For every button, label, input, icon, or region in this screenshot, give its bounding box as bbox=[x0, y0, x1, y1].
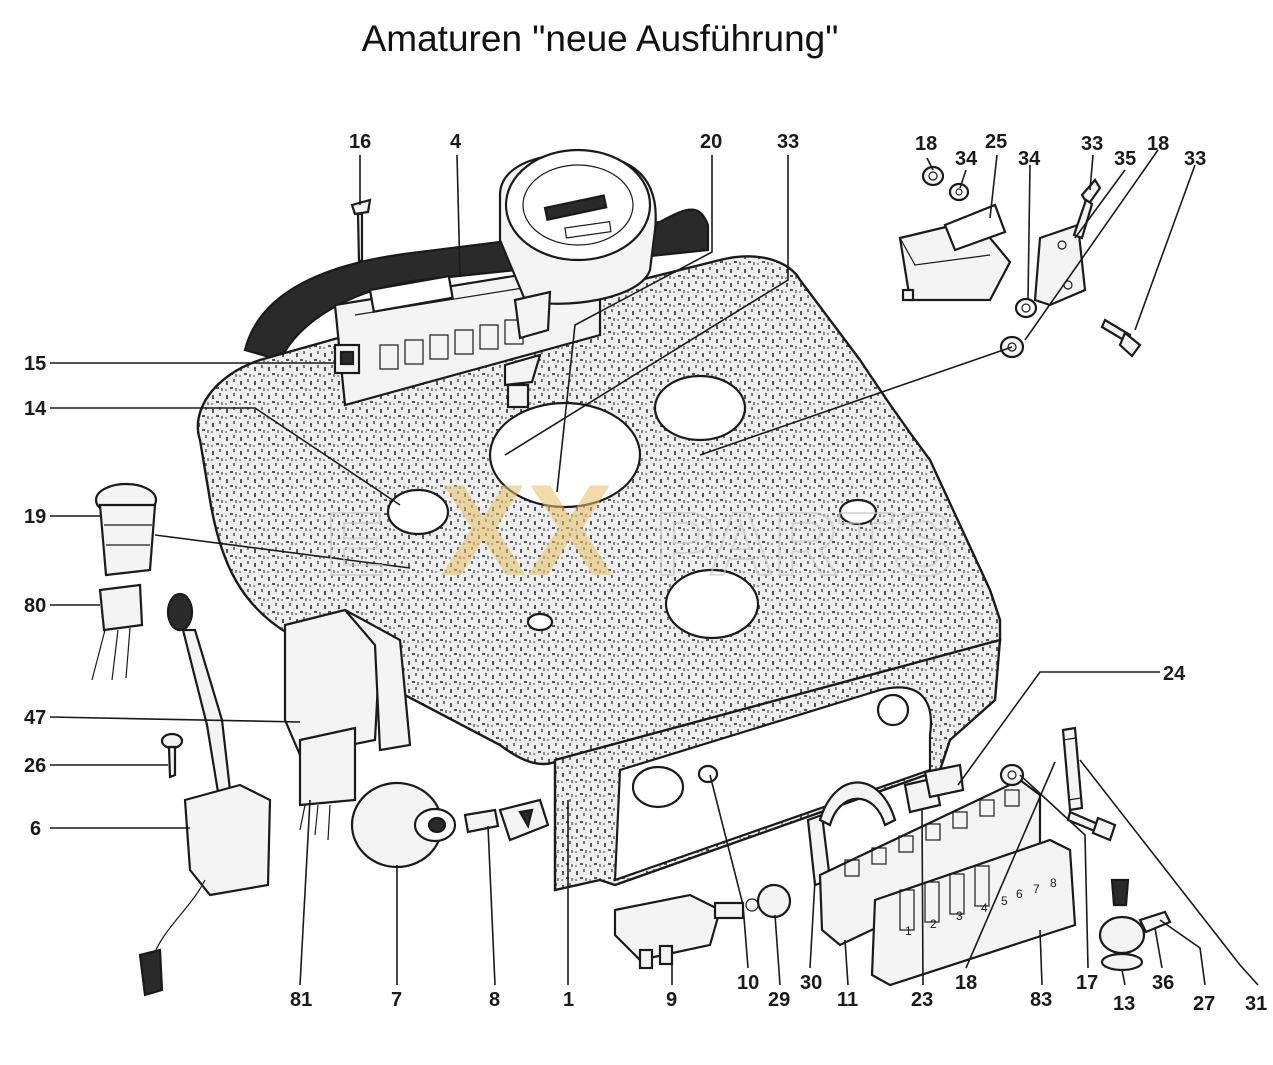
fuse-31 bbox=[1061, 726, 1084, 812]
ignition-switch-7 bbox=[350, 781, 457, 869]
lamp-cutout bbox=[697, 764, 719, 784]
callout-18: 18 bbox=[915, 133, 937, 155]
callout-14: 14 bbox=[24, 398, 47, 420]
fuse-number: 6 bbox=[1016, 887, 1023, 901]
switch-hole-left bbox=[386, 488, 450, 536]
panel-front-opening bbox=[613, 686, 932, 882]
warning-lamp-19 bbox=[94, 482, 158, 577]
screw-26 bbox=[160, 732, 184, 779]
fuse-number-labels: 1 2 3 4 5 6 7 8 bbox=[905, 876, 1057, 938]
callout-33: 33 bbox=[1184, 148, 1206, 170]
gauge-cutout-upper bbox=[653, 374, 747, 442]
callout-24: 24 bbox=[1163, 663, 1186, 685]
callout-10: 10 bbox=[737, 972, 759, 994]
callout-34: 34 bbox=[955, 148, 978, 170]
washer-34-mid bbox=[1014, 297, 1038, 319]
switch-hole-bottom bbox=[526, 612, 554, 632]
callout-33: 33 bbox=[777, 131, 799, 153]
callout-15: 15 bbox=[24, 353, 46, 375]
callout-19: 19 bbox=[24, 506, 46, 528]
page-title: Amaturen "neue Ausführung" bbox=[361, 18, 839, 59]
callout-18: 18 bbox=[955, 972, 977, 994]
callout-81: 81 bbox=[290, 989, 312, 1011]
fuse-number: 2 bbox=[930, 917, 937, 931]
watermark-text-right: PARTS bbox=[655, 495, 953, 595]
watermark-text-middle: XX bbox=[440, 457, 613, 603]
callout-34: 34 bbox=[1018, 148, 1041, 170]
callout-8: 8 bbox=[489, 989, 500, 1011]
callout-18: 18 bbox=[1147, 133, 1169, 155]
nut-18-top bbox=[921, 165, 945, 187]
clip-30 bbox=[818, 781, 897, 827]
callout-labels: 16 4 20 33 18 34 25 34 33 35 18 33 15 14… bbox=[24, 131, 1267, 1015]
callout-20: 20 bbox=[700, 131, 722, 153]
nut-18-bottom bbox=[999, 763, 1025, 787]
callout-23: 23 bbox=[911, 989, 933, 1011]
callout-80: 80 bbox=[24, 595, 46, 617]
switch-15 bbox=[333, 343, 361, 375]
callout-33: 33 bbox=[1081, 133, 1103, 155]
screw-17 bbox=[1066, 810, 1117, 842]
leader-lines bbox=[49, 149, 1259, 986]
watermark: E XX PARTS bbox=[324, 457, 954, 603]
bracket-35 bbox=[1033, 223, 1087, 307]
flasher-relay-47 bbox=[283, 608, 412, 841]
panel-front-hole bbox=[876, 693, 910, 727]
callout-36: 36 bbox=[1152, 972, 1174, 994]
callout-9: 9 bbox=[666, 989, 677, 1011]
callout-30: 30 bbox=[800, 972, 822, 994]
callout-11: 11 bbox=[837, 989, 858, 1011]
screw-33-right bbox=[1100, 318, 1142, 358]
callout-29: 29 bbox=[768, 989, 790, 1011]
washer-34-top bbox=[948, 182, 970, 202]
callout-26: 26 bbox=[24, 755, 46, 777]
callout-27: 27 bbox=[1193, 993, 1215, 1015]
callout-83: 83 bbox=[1030, 989, 1052, 1011]
callout-6: 6 bbox=[30, 818, 41, 840]
switch-hole-small bbox=[838, 498, 878, 526]
fuse-number: 7 bbox=[1033, 882, 1040, 896]
callout-1: 1 bbox=[563, 989, 574, 1011]
fuse-number: 8 bbox=[1050, 876, 1057, 890]
light-switch-9 bbox=[613, 893, 745, 970]
pilot-lamp-10 bbox=[745, 883, 792, 919]
callout-7: 7 bbox=[391, 989, 402, 1011]
socket-80 bbox=[91, 583, 144, 681]
fuse-number: 4 bbox=[981, 901, 988, 915]
fuse-number: 1 bbox=[905, 924, 912, 938]
hour-meter-gauge bbox=[498, 148, 657, 409]
combination-switch-6 bbox=[138, 592, 272, 997]
callout-25: 25 bbox=[985, 131, 1007, 153]
toggle-switch-13 bbox=[1098, 878, 1146, 972]
callout-17: 17 bbox=[1076, 972, 1098, 994]
callout-13: 13 bbox=[1113, 993, 1135, 1015]
key-8 bbox=[463, 798, 550, 842]
connector-23 bbox=[903, 763, 965, 814]
callout-16: 16 bbox=[349, 131, 371, 153]
watermark-text-left: E bbox=[325, 495, 385, 595]
fuse-number: 5 bbox=[1001, 894, 1008, 908]
callout-35: 35 bbox=[1114, 148, 1136, 170]
lever-36 bbox=[1138, 910, 1172, 934]
callout-4: 4 bbox=[450, 131, 462, 153]
fuse-number: 3 bbox=[956, 909, 963, 923]
ignition-cutout bbox=[631, 765, 685, 809]
speedometer-cutout bbox=[488, 401, 642, 509]
callout-47: 47 bbox=[24, 707, 46, 729]
relay-25 bbox=[898, 203, 1012, 302]
screw-16 bbox=[350, 198, 372, 265]
callout-31: 31 bbox=[1245, 993, 1267, 1015]
gauge-cutout-lower bbox=[664, 568, 760, 640]
